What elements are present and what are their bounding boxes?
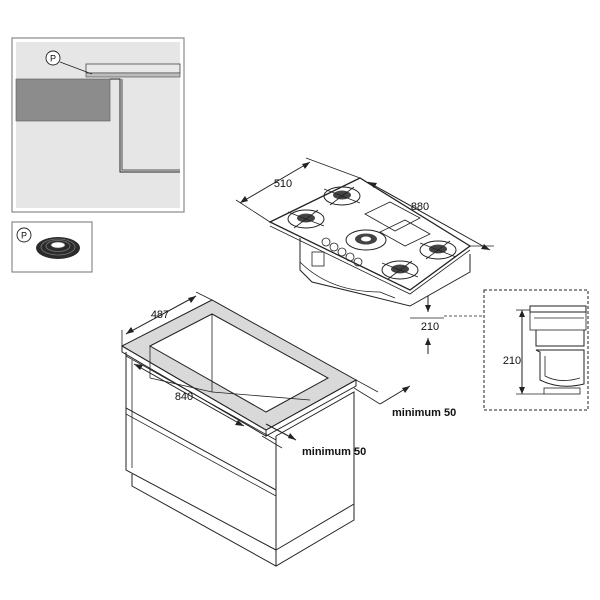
hob-height-label: 210: [421, 321, 439, 333]
seal-coil-icon: [36, 237, 80, 259]
burner-icon: [419, 240, 457, 260]
back-clearance-label: minimum 50: [392, 407, 456, 419]
detail-marker-label: P: [50, 54, 56, 64]
detail-panel: P: [11, 37, 185, 213]
side-detail-panel: 210: [483, 289, 589, 411]
seal-panel: P: [11, 221, 93, 273]
cutout-width-label: 840: [175, 391, 193, 403]
hob-depth-label: 510: [274, 178, 292, 190]
knob-icon: [345, 252, 355, 262]
side-height-label: 210: [503, 355, 521, 367]
front-clearance-label: minimum 50: [302, 446, 366, 458]
burner-icon: [287, 209, 325, 229]
cabinet-drawing: 487 840 minimum 50 minimum 50: [120, 291, 456, 567]
seal-marker-icon: [16, 227, 32, 243]
knob-icon: [321, 237, 331, 247]
burner-icon: [323, 186, 361, 206]
knob-row: [321, 237, 363, 267]
hob-width-label: 880: [411, 201, 429, 213]
burner-icon: [381, 260, 419, 280]
seal-marker-label: P: [21, 231, 27, 241]
burner-icon: [345, 229, 387, 251]
hob-drawing: 510 880 210: [235, 157, 494, 354]
knob-icon: [337, 247, 347, 257]
cutout-depth-label: 487: [151, 309, 169, 321]
knob-icon: [353, 257, 363, 267]
knob-icon: [329, 242, 339, 252]
seal-marker-icon: [45, 50, 61, 66]
